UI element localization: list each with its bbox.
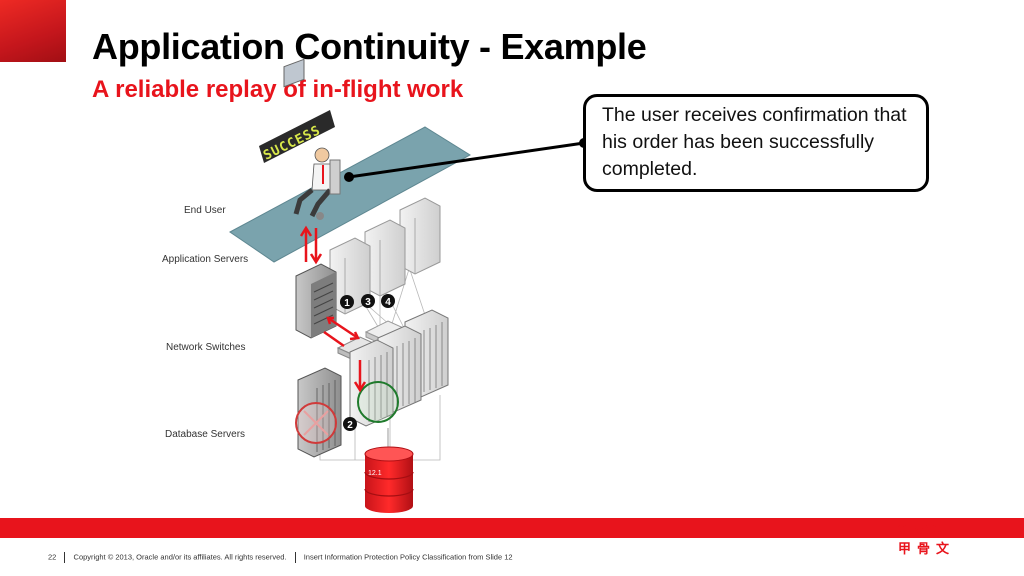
page-number: 22: [48, 552, 57, 562]
step-badge-1-label: 1: [344, 298, 350, 309]
slide-subtitle: A reliable replay of in-flight work: [92, 76, 464, 103]
callout-text: The user receives confirmation that his …: [602, 104, 907, 180]
step-badge-4-label: 4: [385, 297, 391, 308]
footer-divider: [294, 552, 296, 563]
label-database-servers: Database Servers: [165, 429, 246, 440]
slide-footer: 22 Copyright © 2013, Oracle and/or its a…: [48, 552, 513, 563]
user-icon: [283, 58, 341, 220]
step-badge-2-label: 2: [347, 420, 353, 431]
failure-marker-icon: [295, 402, 337, 444]
oracle-logo: ORACLE: [897, 521, 963, 537]
db-server-failed: [297, 367, 342, 458]
footer-divider: [64, 552, 66, 563]
step-badge-2: 2: [343, 417, 357, 431]
app-server-active: [295, 263, 337, 339]
corner-accent: [0, 0, 66, 62]
oracle-chinese-logo: 甲骨文: [898, 541, 956, 556]
app-server-white-3: [399, 197, 441, 275]
step-badge-4: 4: [381, 294, 395, 308]
request-arrows: [299, 225, 367, 393]
step-badge-3-label: 3: [365, 297, 371, 308]
copyright-text: Copyright © 2013, Oracle and/or its affi…: [73, 552, 287, 562]
callout-pointer: [348, 141, 585, 179]
step-badge-3: 3: [361, 294, 375, 308]
label-end-user: End User: [184, 205, 226, 216]
label-network-switches: Network Switches: [166, 342, 246, 353]
database-storage-icon: 12.1: [364, 428, 414, 513]
classification-text: Insert Information Protection Policy Cla…: [303, 552, 513, 562]
app-server-white-2: [364, 219, 406, 297]
db-version-label: 12.1: [368, 470, 382, 477]
footer-red-bar: [0, 518, 1024, 538]
step-badge-1: 1: [340, 295, 354, 309]
end-user-floor: [229, 126, 471, 263]
slide-title: Application Continuity - Example: [92, 26, 647, 67]
label-application-servers: Application Servers: [162, 254, 249, 265]
healthy-marker-icon: [357, 381, 399, 423]
callout-box: The user receives confirmation that his …: [583, 94, 929, 192]
